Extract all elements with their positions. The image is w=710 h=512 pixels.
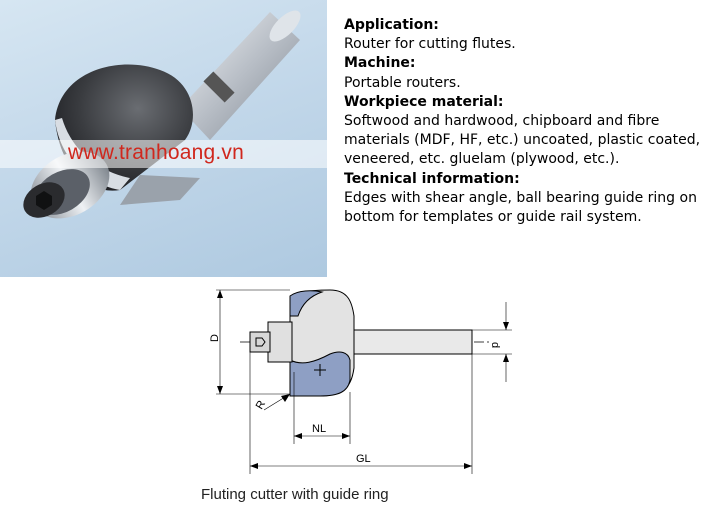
technical-drawing: D d R NL GL <box>209 289 512 474</box>
spec-line: veneered, etc. gluelam (plywood, etc.). <box>344 151 620 168</box>
spec-line: bottom for templates or guide rail syste… <box>344 209 642 226</box>
spec-line: materials (MDF, HF, etc.) uncoated, plas… <box>344 132 701 149</box>
spec-line: Portable routers. <box>344 74 461 91</box>
dim-label-D: D <box>209 334 221 342</box>
dim-label-NL: NL <box>312 423 326 435</box>
spec-block: Application: Router for cutting flutes. … <box>344 16 706 227</box>
dim-label-d: d <box>489 342 501 348</box>
spec-line: Edges with shear angle, ball bearing gui… <box>344 189 697 206</box>
spec-heading-application: Application: <box>344 17 439 33</box>
spec-line: Router for cutting flutes. <box>344 36 516 53</box>
watermark-band <box>0 140 327 168</box>
dim-label-R: R <box>254 399 268 412</box>
spec-heading-machine: Machine: <box>344 55 416 72</box>
spec-heading-workpiece: Workpiece material: <box>344 93 504 110</box>
dim-label-GL: GL <box>356 453 371 465</box>
drawing-caption: Fluting cutter with guide ring <box>201 486 389 503</box>
watermark-text: www.tranhoang.vn <box>68 141 244 164</box>
spec-heading-technical: Technical information: <box>344 170 520 187</box>
spec-line: Softwood and hardwood, chipboard and fib… <box>344 113 660 130</box>
product-photo <box>0 0 327 277</box>
